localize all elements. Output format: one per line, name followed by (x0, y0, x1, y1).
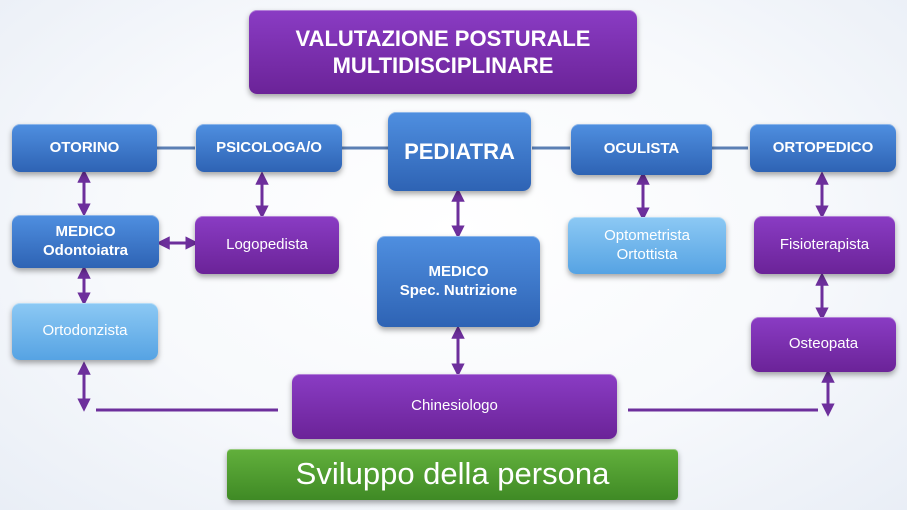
node-otorino: OTORINO (12, 124, 157, 172)
node-osteopata-label: Osteopata (788, 335, 859, 353)
node-medico-odontoiatra: MEDICO Odontoiatra (12, 215, 159, 268)
title-line-1: VALUTAZIONE POSTURALE (295, 25, 591, 51)
node-medico-nutrizione-line2: Spec. Nutrizione (399, 281, 518, 299)
node-pediatra-label: PEDIATRA (404, 138, 515, 164)
node-chinesiologo-label: Chinesiologo (411, 397, 498, 415)
node-osteopata: Osteopata (751, 317, 896, 372)
node-pediatra: PEDIATRA (388, 112, 531, 191)
node-logopedista-label: Logopedista (226, 235, 308, 253)
title-box: VALUTAZIONE POSTURALE MULTIDISCIPLINARE (249, 10, 637, 94)
node-ortopedico: ORTOPEDICO (750, 124, 896, 172)
node-ortodonzista: Ortodonzista (12, 303, 158, 360)
node-psicologa-label: PSICOLOGA/O (216, 138, 322, 156)
node-otorino-label: OTORINO (49, 138, 120, 156)
node-optometrista-line2: Ortottista (616, 245, 678, 263)
node-optometrista: Optometrista Ortottista (568, 217, 726, 274)
node-optometrista-line1: Optometrista (604, 226, 690, 244)
node-fisioterapista: Fisioterapista (754, 216, 895, 274)
footer-box: Sviluppo della persona (227, 449, 678, 500)
node-logopedista: Logopedista (195, 216, 339, 274)
node-oculista-label: OCULISTA (603, 140, 680, 158)
node-chinesiologo: Chinesiologo (292, 374, 617, 439)
node-medico-nutrizione: MEDICO Spec. Nutrizione (377, 236, 540, 327)
node-medico-nutrizione-line1: MEDICO (428, 262, 489, 280)
node-medico-odontoiatra-line1: MEDICO (55, 222, 116, 240)
node-psicologa: PSICOLOGA/O (196, 124, 342, 172)
title-line-2: MULTIDISCIPLINARE (332, 53, 554, 78)
node-ortodonzista-label: Ortodonzista (42, 322, 128, 340)
footer-label: Sviluppo della persona (295, 456, 610, 492)
node-ortopedico-label: ORTOPEDICO (772, 138, 874, 156)
node-medico-odontoiatra-line2: Odontoiatra (43, 241, 128, 259)
node-fisioterapista-label: Fisioterapista (779, 235, 870, 253)
node-oculista: OCULISTA (571, 124, 712, 175)
